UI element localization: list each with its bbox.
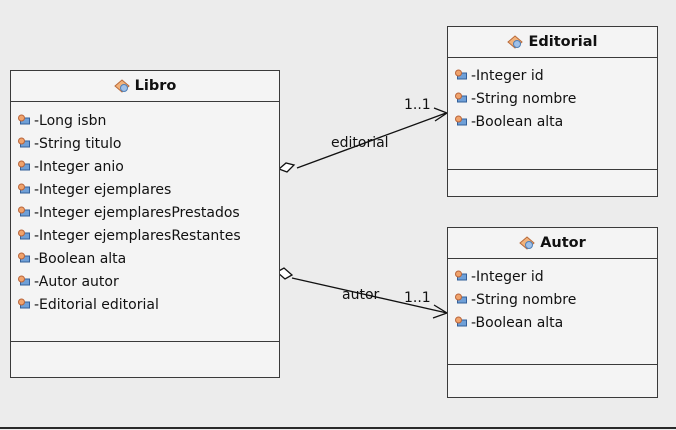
private-field-icon	[455, 69, 467, 80]
aggregation-diamond-autor	[275, 267, 294, 280]
aggregation-diamond-editorial	[277, 162, 296, 173]
private-field-icon	[455, 115, 467, 126]
attribute-text: -Integer id	[471, 268, 544, 285]
class-header-autor: Autor	[448, 228, 657, 259]
private-field-icon	[18, 114, 30, 125]
attribute-row[interactable]: -String nombre	[448, 288, 657, 311]
attribute-list-editorial: -Integer id -String nombre -Boolean alta	[448, 58, 657, 170]
attribute-text: -String nombre	[471, 291, 577, 308]
attribute-list-libro: -Long isbn -String titulo -Integer anio …	[11, 102, 279, 342]
operations-compartment-editorial	[448, 170, 657, 197]
class-box-autor[interactable]: Autor -Integer id -String nombre -Boolea…	[447, 227, 658, 398]
attribute-row[interactable]: -Boolean alta	[448, 311, 657, 334]
private-field-icon	[18, 137, 30, 148]
class-box-libro[interactable]: Libro -Long isbn -String titulo -Integer…	[10, 70, 280, 378]
attribute-row[interactable]: -Integer ejemplaresRestantes	[11, 224, 279, 247]
class-name-editorial: Editorial	[528, 34, 598, 50]
attribute-row[interactable]: -Integer ejemplaresPrestados	[11, 201, 279, 224]
attribute-text: -Boolean alta	[471, 113, 564, 130]
attribute-row[interactable]: -String nombre	[448, 87, 657, 110]
association-line-autor[interactable]	[291, 277, 448, 314]
bottom-divider	[0, 427, 676, 429]
operations-compartment-autor	[448, 365, 657, 398]
class-box-editorial[interactable]: Editorial -Integer id -String nombre -Bo…	[447, 26, 658, 197]
attribute-row[interactable]: -Integer id	[448, 64, 657, 87]
attribute-row[interactable]: -Integer ejemplares	[11, 178, 279, 201]
private-field-icon	[18, 160, 30, 171]
class-icon	[519, 236, 535, 250]
association-role-editorial: editorial	[331, 135, 389, 151]
attribute-text: -String titulo	[34, 135, 122, 152]
private-field-icon	[18, 206, 30, 217]
attribute-text: -Boolean alta	[34, 250, 127, 267]
attribute-text: -Integer ejemplaresPrestados	[34, 204, 240, 221]
attribute-text: -Editorial editorial	[34, 296, 159, 313]
private-field-icon	[18, 229, 30, 240]
attribute-row[interactable]: -String titulo	[11, 132, 279, 155]
attribute-row[interactable]: -Integer id	[448, 265, 657, 288]
class-header-libro: Libro	[11, 71, 279, 102]
class-icon	[113, 79, 130, 93]
attribute-text: -Boolean alta	[471, 314, 564, 331]
private-field-icon	[18, 298, 30, 309]
attribute-row[interactable]: -Long isbn	[11, 109, 279, 132]
attribute-text: -Integer anio	[34, 158, 124, 175]
attribute-text: -String nombre	[471, 90, 577, 107]
private-field-icon	[455, 316, 467, 327]
attribute-row[interactable]: -Boolean alta	[448, 110, 657, 133]
class-header-editorial: Editorial	[448, 27, 657, 58]
attribute-row[interactable]: -Integer anio	[11, 155, 279, 178]
attribute-text: -Integer ejemplares	[34, 181, 172, 198]
attribute-text: -Autor autor	[34, 273, 119, 290]
attribute-text: -Integer id	[471, 67, 544, 84]
private-field-icon	[455, 270, 467, 281]
attribute-text: -Long isbn	[34, 112, 107, 129]
private-field-icon	[455, 92, 467, 103]
association-multiplicity-editorial: 1..1	[404, 97, 431, 113]
private-field-icon	[455, 293, 467, 304]
private-field-icon	[18, 275, 30, 286]
private-field-icon	[18, 252, 30, 263]
private-field-icon	[18, 183, 30, 194]
attribute-row[interactable]: -Autor autor	[11, 270, 279, 293]
attribute-row[interactable]: -Editorial editorial	[11, 293, 279, 316]
operations-compartment-libro	[11, 342, 279, 378]
association-multiplicity-autor: 1..1	[404, 290, 431, 306]
class-icon	[507, 35, 524, 49]
association-line-editorial[interactable]	[296, 112, 447, 169]
class-name-libro: Libro	[134, 78, 177, 94]
association-role-autor: autor	[342, 287, 380, 303]
attribute-row[interactable]: -Boolean alta	[11, 247, 279, 270]
attribute-text: -Integer ejemplaresRestantes	[34, 227, 241, 244]
attribute-list-autor: -Integer id -String nombre -Boolean alta	[448, 259, 657, 365]
class-name-autor: Autor	[540, 235, 586, 251]
